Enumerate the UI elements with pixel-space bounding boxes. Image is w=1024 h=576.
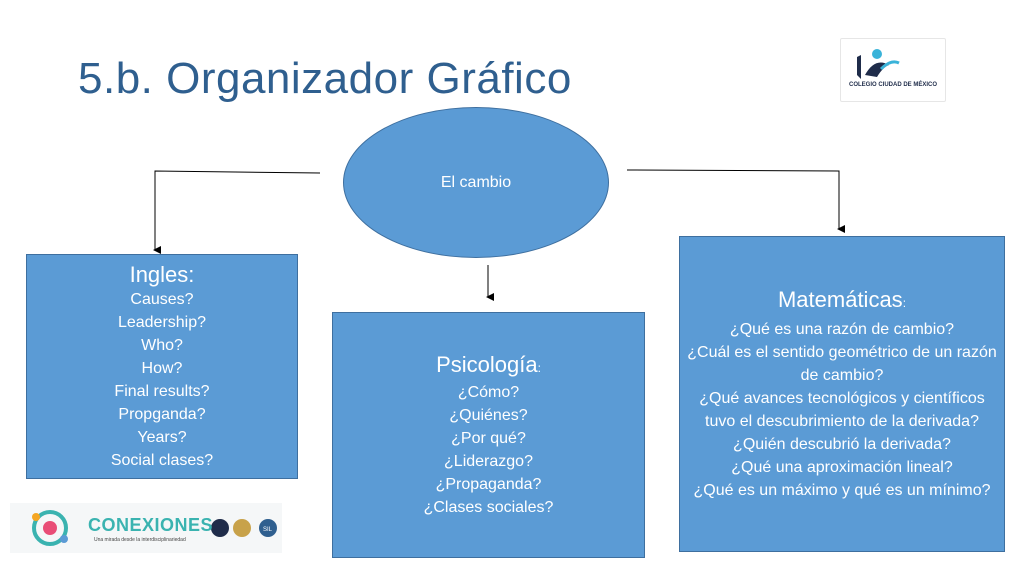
page-title: 5.b. Organizador Gráfico bbox=[78, 54, 572, 103]
psicologia-item: ¿Propaganda? bbox=[435, 475, 542, 493]
central-concept-label: El cambio bbox=[440, 173, 512, 191]
ingles-item: Who? bbox=[141, 336, 183, 354]
matematicas-box: Matemáticas: ¿Qué es una razón de cambio… bbox=[679, 236, 1005, 552]
matematicas-item: ¿Cuál es el sentido geométrico de un raz… bbox=[687, 343, 997, 384]
matematicas-heading: Matemáticas: bbox=[684, 287, 1000, 316]
psicologia-heading-colon: : bbox=[537, 360, 541, 375]
matematicas-item: ¿Qué avances tecnológicos y científicos … bbox=[699, 389, 985, 430]
connector-to-ingles bbox=[153, 170, 321, 254]
ingles-item: Propganda? bbox=[118, 405, 206, 423]
matematicas-item: ¿Qué una aproximación lineal? bbox=[731, 458, 953, 476]
psicologia-box: Psicología: ¿Cómo? ¿Quiénes? ¿Por qué? ¿… bbox=[332, 312, 645, 558]
ingles-item: Years? bbox=[137, 428, 187, 446]
conexiones-graphic-icon: SIL bbox=[10, 503, 282, 553]
ingles-item: Leadership? bbox=[117, 313, 207, 331]
psicologia-item: ¿Liderazgo? bbox=[444, 452, 533, 470]
school-emblem-icon bbox=[857, 49, 900, 79]
psicologia-item: ¿Quiénes? bbox=[449, 406, 528, 424]
connector-to-matematicas bbox=[626, 169, 845, 233]
matematicas-item: ¿Quién descubrió la derivada? bbox=[733, 435, 951, 453]
matematicas-heading-text: Matemáticas bbox=[777, 286, 903, 312]
matematicas-item: ¿Qué es un máximo y qué es un mínimo? bbox=[693, 481, 991, 499]
ingles-item: Social clases? bbox=[110, 451, 214, 469]
psicologia-heading-text: Psicología bbox=[436, 351, 538, 377]
sil-badge-text: SIL bbox=[263, 527, 273, 533]
psicologia-heading: Psicología: bbox=[333, 352, 644, 381]
conexiones-wordmark: CONEXIONES bbox=[88, 515, 214, 535]
ingles-heading: Ingles: bbox=[129, 261, 195, 287]
conexiones-logo: SIL CONEXIONES Una mirada desde la inter… bbox=[10, 503, 282, 553]
psicologia-item: ¿Por qué? bbox=[451, 429, 526, 447]
matematicas-heading-colon: : bbox=[902, 295, 907, 310]
central-concept-ellipse: El cambio bbox=[343, 107, 609, 258]
matematicas-item: ¿Qué es una razón de cambio? bbox=[729, 320, 955, 338]
ingles-item: Final results? bbox=[114, 382, 210, 400]
school-name: COLEGIO CIUDAD DE MÉXICO bbox=[848, 82, 937, 88]
ingles-item: How? bbox=[141, 359, 183, 377]
conexiones-subtitle: Una mirada desde la interdisciplinarieda… bbox=[94, 537, 186, 543]
ingles-box: Ingles: Causes? Leadership? Who? How? Fi… bbox=[26, 254, 298, 479]
ingles-item: Causes? bbox=[130, 290, 194, 308]
school-logo: COLEGIO CIUDAD DE MÉXICO bbox=[840, 38, 946, 102]
psicologia-item: ¿Cómo? bbox=[457, 383, 520, 401]
psicologia-item: ¿Clases sociales? bbox=[423, 498, 554, 516]
